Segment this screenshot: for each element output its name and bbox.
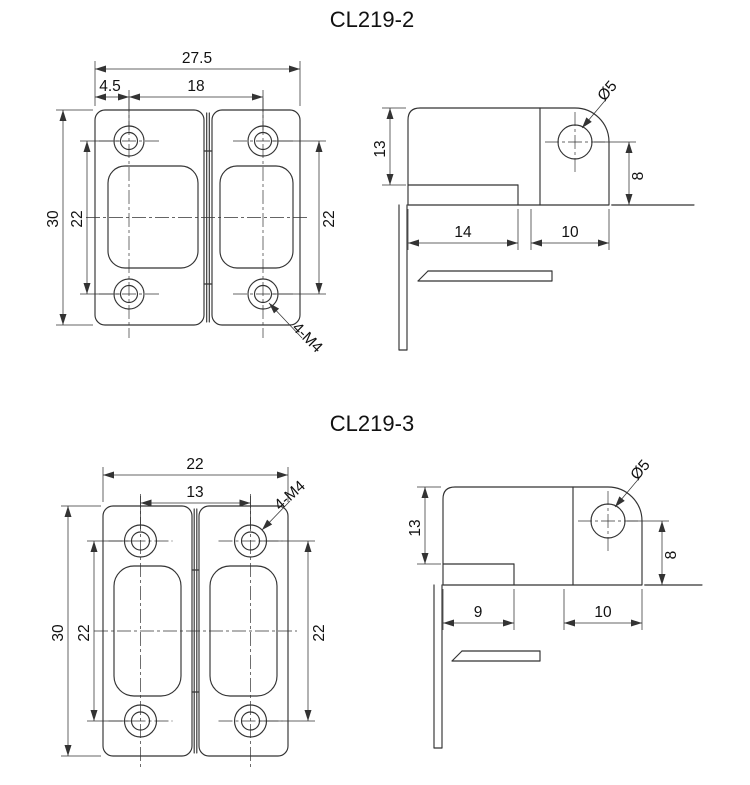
dim-hole-spacing-vertical-left: 22 [69, 210, 86, 227]
dim-leaf-length: 9 [474, 604, 483, 621]
dim-hole-center-height: 8 [630, 172, 647, 181]
dim-hole-spacing-vertical-right: 22 [311, 624, 328, 641]
dim-hole-spacing-horizontal: 13 [186, 484, 203, 501]
dim-hole-center-height: 8 [663, 551, 680, 560]
right-leaf-recess [219, 165, 294, 269]
leader-line [614, 475, 642, 508]
dim-body-height: 13 [372, 140, 389, 157]
leader-line [261, 500, 291, 531]
thread-callout: 4-M4 [271, 477, 309, 514]
left-leaf-recess [107, 165, 199, 269]
dim-hole-spacing-horizontal: 18 [187, 78, 204, 95]
dim-hole-edge-offset: 4.5 [99, 78, 121, 95]
bent-leaf-foot [451, 650, 463, 662]
cl219-3-front-view: 22 13 4-M4 30 22 22 [50, 456, 328, 768]
drawing-title-cl219-2: CL219-2 [330, 7, 414, 32]
pin-hole-diameter-callout: Ø5 [594, 78, 620, 105]
cl219-3-side-view: 13 8 9 10 Ø5 [407, 457, 703, 749]
cl219-2-front-view: 27.5 4.5 18 30 22 22 4-M4 [45, 50, 338, 357]
hinge-body-profile [407, 107, 610, 206]
bent-leaf-foot [417, 270, 429, 282]
dim-overall-height: 30 [50, 624, 67, 642]
dim-leaf-length: 14 [454, 224, 472, 241]
drawing-title-cl219-3: CL219-3 [330, 411, 414, 436]
dim-lug-length: 10 [561, 224, 579, 241]
hinge-body-profile [442, 486, 643, 586]
dim-hole-spacing-vertical-right: 22 [321, 210, 338, 227]
dim-body-height: 13 [407, 519, 424, 536]
pin-hole-diameter-callout: Ø5 [627, 457, 653, 484]
cl219-2-side-view: 13 8 14 10 Ø5 [372, 78, 695, 351]
dim-lug-length: 10 [594, 604, 612, 621]
leader-line [581, 96, 609, 129]
leader-line [268, 302, 303, 339]
dim-hole-spacing-vertical-left: 22 [76, 624, 93, 641]
dim-overall-height: 30 [45, 210, 62, 228]
thread-callout: 4-M4 [289, 319, 326, 356]
dim-overall-width: 27.5 [182, 50, 212, 67]
dim-overall-width: 22 [186, 456, 203, 473]
